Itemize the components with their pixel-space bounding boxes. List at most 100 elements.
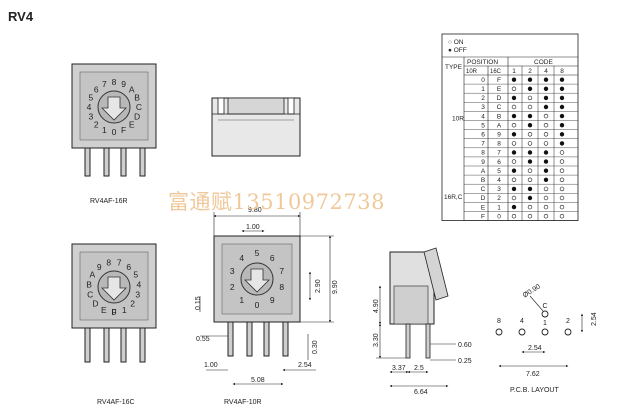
code-on-dot	[559, 159, 565, 164]
table-cell-10r: 8	[481, 150, 485, 157]
code-off-dot	[527, 113, 533, 119]
model-label-bottom-middle: RV4AF-10R	[224, 399, 262, 406]
dial-digit: F	[111, 307, 116, 317]
document-title: RV4	[8, 9, 34, 24]
table-cell-10r: 2	[481, 95, 485, 102]
dial-digit: 4	[137, 279, 142, 289]
code-off-dot	[527, 77, 533, 82]
table-cell-10r: 4	[481, 113, 485, 120]
code-on-dot	[527, 204, 533, 210]
dial-digit: 4	[87, 102, 92, 112]
dim-pcb-w1: 2.54	[528, 345, 542, 352]
dim-width: 9.80	[248, 207, 262, 214]
dial-digit: 6	[270, 253, 275, 263]
code-on-dot	[559, 195, 565, 201]
table-cell-16c: 3	[497, 186, 501, 193]
arrow-indicator-icon	[101, 276, 127, 301]
code-on-dot	[527, 95, 533, 101]
code-on-dot	[511, 86, 517, 92]
dim-pcb-height: 2.54	[591, 312, 598, 326]
table-cell-16c: D	[497, 95, 502, 102]
dial-digit: 3	[135, 290, 140, 300]
table-cell-16c: 7	[497, 150, 501, 157]
code-off-dot	[543, 104, 549, 110]
code-off-dot	[559, 122, 565, 128]
dial-digit: E	[101, 305, 107, 315]
table-cell-16c: C	[497, 104, 502, 111]
code-on-dot	[527, 141, 533, 146]
dim-side-pin: 3.30	[373, 333, 380, 347]
table-cell-10r: 7	[481, 141, 485, 148]
dial-digit: 2	[230, 282, 235, 292]
dim-pin-offset: 1.00	[204, 362, 218, 369]
code-on-dot	[559, 186, 565, 192]
code-off-dot	[559, 113, 565, 119]
code-on-dot	[527, 214, 533, 219]
code-on-dot	[511, 122, 517, 128]
dial-digit: 2	[94, 120, 99, 130]
code-on-dot	[511, 214, 517, 219]
code-off-dot	[543, 159, 549, 164]
code-bit-header: 4	[544, 68, 548, 75]
code-off-dot	[543, 95, 549, 101]
code-off-dot	[559, 132, 565, 137]
table-cell-16c: F	[497, 77, 501, 84]
code-on-dot	[559, 150, 565, 155]
dial-digit: 5	[255, 248, 260, 258]
pcb-layout-label: P.C.B. LAYOUT	[510, 387, 559, 394]
dial-digit: A	[89, 270, 95, 280]
dial-digit: D	[92, 299, 98, 309]
code-off-dot	[559, 86, 565, 92]
dial-digit: 5	[89, 92, 94, 102]
table-cell-10r: E	[481, 204, 486, 211]
dial-digit: 2	[130, 299, 135, 309]
dim-center-offset: 1.00	[246, 224, 260, 231]
dial-digit: A	[129, 84, 135, 94]
dial-digit: 3	[230, 266, 235, 276]
dim-pitch-b: 2.54	[298, 362, 312, 369]
code-on-dot	[543, 204, 549, 210]
table-cell-16c: 9	[497, 132, 501, 139]
dim-pcb-total: 7.62	[526, 371, 540, 378]
pcb-hole	[541, 310, 549, 318]
table-cell-10r: 5	[481, 122, 485, 129]
legend-off: ● OFF	[448, 47, 467, 54]
code-bit-header: 8	[560, 68, 564, 75]
code-on-dot	[543, 186, 549, 192]
dim-height: 9.90	[332, 280, 339, 294]
dial-digit: 8	[279, 282, 284, 292]
code-on-dot	[527, 132, 533, 137]
code-on-dot	[527, 177, 533, 183]
table-cell-10r: 9	[481, 159, 485, 166]
model-label-bottom-left: RV4AF-16C	[97, 399, 135, 406]
code-on-dot	[543, 141, 549, 146]
dim-pin-top: 0.55	[196, 336, 210, 343]
code-on-dot	[559, 204, 565, 210]
code-off-dot	[511, 150, 517, 155]
table-cell-10r: 6	[481, 132, 485, 139]
dial-digit: C	[136, 102, 142, 112]
table-cell-10r: 3	[481, 104, 485, 111]
dial-digit: B	[134, 92, 140, 102]
arrow-indicator-icon	[101, 96, 127, 121]
dial-digit: 0	[112, 307, 117, 317]
code-on-dot	[511, 159, 517, 164]
code-on-dot	[511, 104, 517, 110]
table-cell-10r: A	[481, 168, 486, 175]
pcb-hole	[564, 328, 572, 336]
code-off-dot	[527, 150, 533, 155]
dial-digit: 0	[255, 300, 260, 310]
table-cell-16c: 6	[497, 159, 501, 166]
code-on-dot	[543, 214, 549, 219]
dial-digit: 4	[239, 253, 244, 263]
dial-digit: 1	[122, 305, 127, 315]
dim-side-w1: 3.37	[392, 365, 406, 372]
pcb-hole	[541, 328, 549, 336]
